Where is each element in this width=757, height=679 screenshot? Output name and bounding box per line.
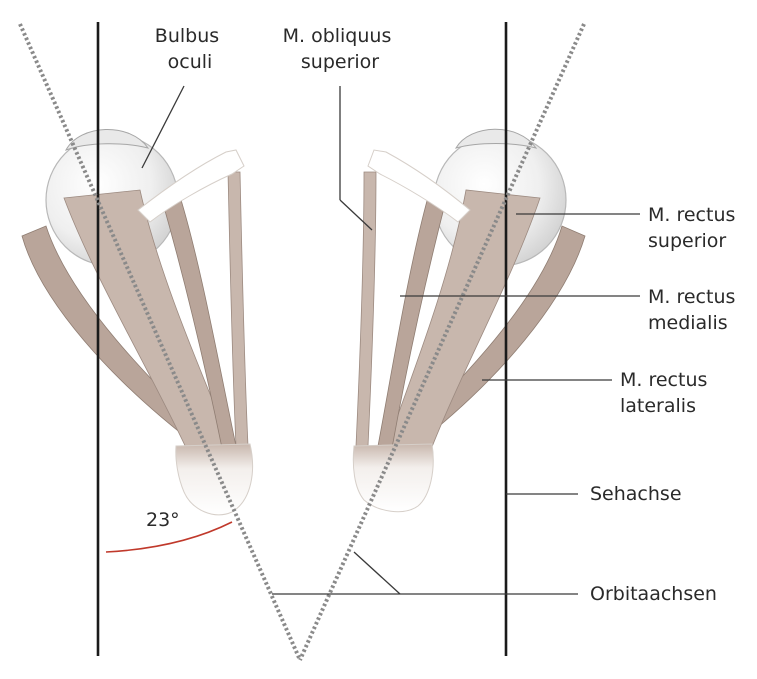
right-eye-group: [352, 128, 586, 513]
left-trochlea: [137, 149, 245, 223]
angle-arc: [105, 521, 233, 553]
leader-obliquus-b: [339, 199, 373, 231]
label-obliquus-superior: M. obliquus superior: [283, 25, 398, 73]
right-orbit-axis: [298, 23, 586, 661]
right-trochlea: [367, 149, 471, 223]
label-rectus-lateralis: M. rectus lateralis: [620, 369, 713, 417]
left-eye-group: [21, 129, 253, 516]
label-rectus-medialis: M. rectus medialis: [648, 286, 741, 334]
label-bulbus-oculi: Bulbus oculi: [155, 25, 225, 73]
left-obliquus-superior: [227, 171, 249, 447]
leader-orbita-branch: [353, 551, 401, 595]
leader-bulbus: [141, 85, 185, 169]
label-orbitaachsen: Orbitaachsen: [590, 583, 717, 605]
left-anulus-tendineus: [175, 443, 253, 516]
label-sehachse: Sehachse: [590, 483, 682, 505]
right-obliquus-superior: [355, 171, 377, 447]
label-rectus-superior: M. rectus superior: [648, 204, 741, 252]
left-orbit-axis: [18, 23, 302, 661]
angle-label: 23°: [146, 509, 180, 531]
